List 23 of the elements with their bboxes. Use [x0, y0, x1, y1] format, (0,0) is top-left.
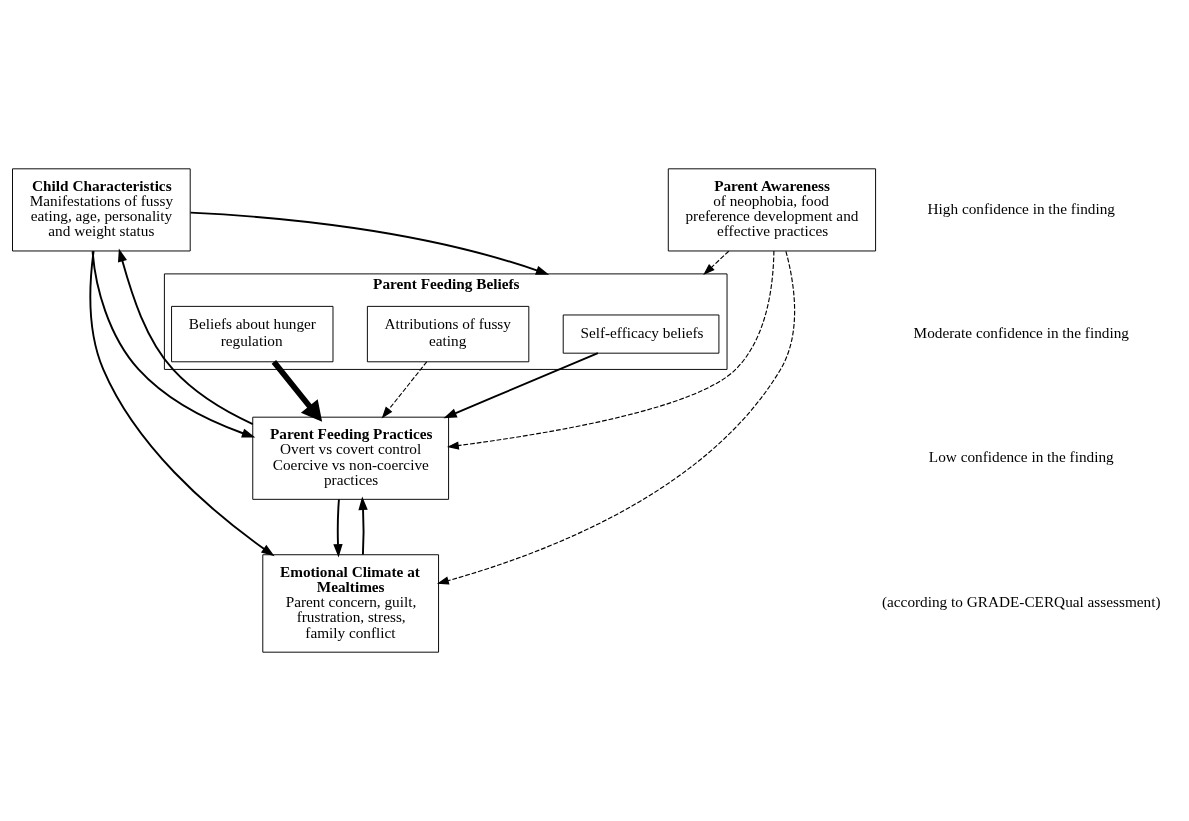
- arrow: [189, 211, 550, 275]
- arrow: [117, 248, 254, 425]
- arrow: [443, 352, 599, 419]
- legend-label: High confidence in the finding: [927, 199, 1115, 217]
- label: (according to GRADE-CERQual assessment): [881, 593, 1161, 611]
- node-box: Beliefs about hunger regulation: [171, 305, 334, 363]
- arrow: [436, 250, 796, 585]
- node-box: Parent Feeding Practices Overt vs covert control Coercive vs non-coercive practices: [252, 416, 450, 500]
- arrow: [91, 250, 256, 438]
- arrow: [358, 496, 368, 556]
- arrow: [446, 250, 775, 450]
- arrow: [381, 361, 428, 419]
- arrow: [89, 250, 275, 557]
- node-box: Emotional Climate at Mealtimes Parent concern, guilt, frustration, stress, family conflict: [262, 554, 440, 653]
- node-box: Self-efficacy beliefs: [562, 314, 720, 354]
- legend-label: Moderate confidence in the finding: [913, 323, 1129, 341]
- arrow: [333, 498, 343, 558]
- arrow: [271, 360, 323, 422]
- legend-label: Low confidence in the finding: [928, 447, 1114, 465]
- node-box: Child Characteristics Manifestations of fussy eating, age, personality and weight status: [12, 168, 191, 252]
- node-box: Attributions of fussy eating: [366, 305, 530, 363]
- arrow: [703, 250, 730, 276]
- node-box: Parent Awareness of neophobia, food preference development and effective practices: [667, 168, 877, 252]
